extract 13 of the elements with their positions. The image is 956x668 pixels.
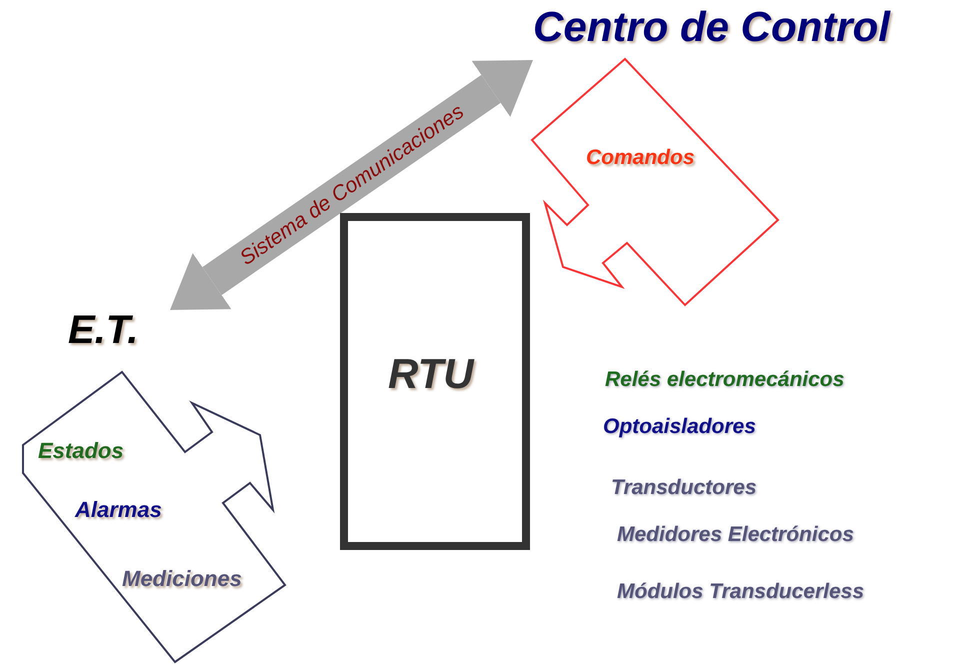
block-arrow-text: Estados — [38, 440, 124, 462]
component-label: Medidores Electrónicos — [617, 523, 854, 546]
block-arrow-text: Alarmas — [75, 499, 162, 521]
block-arrow-text: Mediciones — [122, 568, 242, 590]
component-label: Optoaisladores — [603, 415, 756, 438]
station-label: E.T. — [68, 310, 138, 350]
component-label: Módulos Transducerless — [617, 580, 864, 604]
block-arrow-text: Comandos — [586, 147, 695, 168]
component-label: Transductores — [611, 476, 756, 500]
double-arrow — [170, 60, 533, 310]
component-label: Relés electromecánicos — [605, 368, 844, 392]
heading-text: Centro de Control — [533, 6, 890, 48]
rtu-label: RTU — [388, 353, 474, 395]
